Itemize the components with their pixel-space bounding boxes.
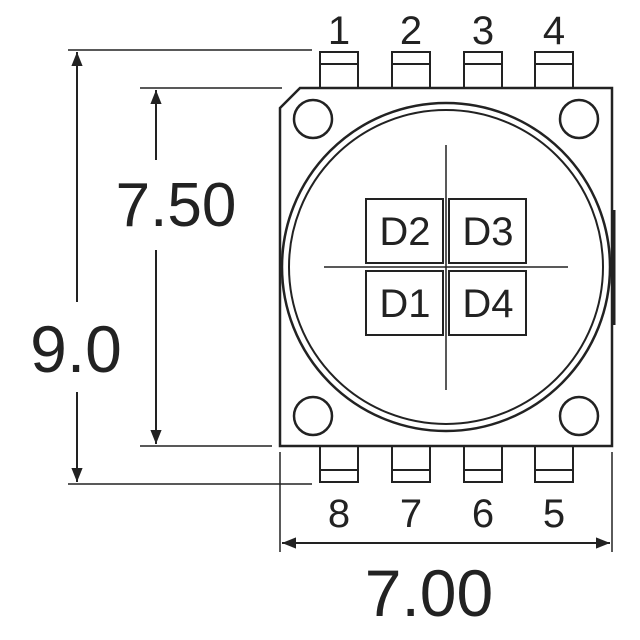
die-label-top-right: D3 bbox=[462, 210, 513, 254]
top-pin-leads bbox=[319, 51, 574, 89]
pin-number-7: 7 bbox=[400, 492, 422, 536]
corner-hole-top-left bbox=[292, 98, 334, 140]
lens-inner-circle bbox=[288, 109, 604, 425]
dimension-width-label: 7.00 bbox=[365, 556, 493, 630]
lens-outer-circle bbox=[280, 101, 612, 433]
corner-hole-bottom-right bbox=[558, 395, 600, 437]
pin-lead-1 bbox=[319, 51, 359, 89]
pin-number-4: 4 bbox=[543, 9, 565, 53]
pin-number-6: 6 bbox=[472, 492, 494, 536]
pin-number-5: 5 bbox=[543, 492, 565, 536]
die-label-top-left: D2 bbox=[379, 210, 430, 254]
pin-lead-3 bbox=[463, 51, 503, 89]
pin-number-3: 3 bbox=[472, 9, 494, 53]
die-box-top-left bbox=[365, 198, 444, 264]
pin-lead-7 bbox=[391, 445, 431, 483]
pin-number-1: 1 bbox=[328, 9, 350, 53]
pin-lead-4 bbox=[534, 51, 574, 89]
dimension-width: 7.00 bbox=[279, 452, 613, 630]
pin-lead-2 bbox=[391, 51, 431, 89]
pin-number-2: 2 bbox=[400, 9, 422, 53]
dimension-body-height-label: 7.50 bbox=[116, 171, 237, 240]
die-box-top-right bbox=[448, 198, 527, 264]
package-body-outline bbox=[278, 86, 614, 448]
die-label-bottom-left: D1 bbox=[379, 282, 430, 326]
pin-lead-8 bbox=[319, 445, 359, 483]
corner-hole-bottom-left bbox=[292, 395, 334, 437]
dimension-total-height: 9.0 bbox=[30, 49, 312, 485]
die-box-bottom-right bbox=[448, 270, 527, 336]
corner-hole-top-right bbox=[558, 98, 600, 140]
pin-number-8: 8 bbox=[328, 492, 350, 536]
dimension-body-height: 7.50 bbox=[116, 87, 282, 447]
bottom-pin-leads bbox=[319, 445, 574, 483]
pin-lead-5 bbox=[534, 445, 574, 483]
pin-lead-6 bbox=[463, 445, 503, 483]
die-label-bottom-right: D4 bbox=[462, 282, 513, 326]
die-box-bottom-left bbox=[365, 270, 444, 336]
dimension-total-height-label: 9.0 bbox=[30, 312, 122, 386]
